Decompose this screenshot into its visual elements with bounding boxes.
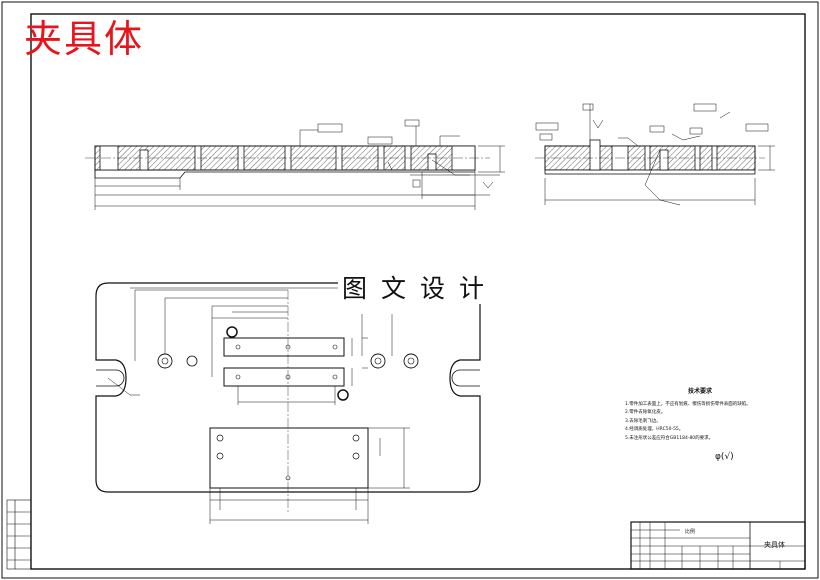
inner-border — [30, 13, 806, 570]
drawing-title: 夹具体 — [24, 17, 145, 61]
side-section-view — [535, 139, 765, 175]
title-block — [630, 521, 806, 570]
front-section-view — [85, 145, 490, 179]
notes-line: 5.未注形状公差应符合GB1184-80的要求。 — [625, 435, 714, 441]
technical-notes: 技术要求 1.零件加工表面上，不应有划痕、擦伤等损伤零件表面的缺陷。 2.零件去… — [625, 388, 775, 443]
surface-roughness-symbol: φ(√) — [715, 452, 734, 462]
plan-dimensions — [107, 289, 410, 524]
notes-line: 3.去除毛刺飞边。 — [625, 418, 661, 424]
notes-header: 技术要求 — [687, 388, 712, 395]
title-block-name: 夹具体 — [764, 541, 785, 549]
notes-line: 2.零件去除氧化皮。 — [625, 410, 666, 415]
binding-strip — [6, 499, 32, 570]
side-dimensions — [535, 103, 775, 206]
plan-view — [95, 282, 481, 512]
notes-line: 4.经调质处理，HRC50-55。 — [625, 427, 684, 432]
title-block-scale-label: 比例 — [685, 529, 696, 535]
front-dimensions — [94, 119, 505, 210]
watermark-text: 图文设计 — [338, 274, 503, 304]
notes-line: 1.零件加工表面上，不应有划痕、擦伤等损伤零件表面的缺陷。 — [625, 401, 751, 407]
